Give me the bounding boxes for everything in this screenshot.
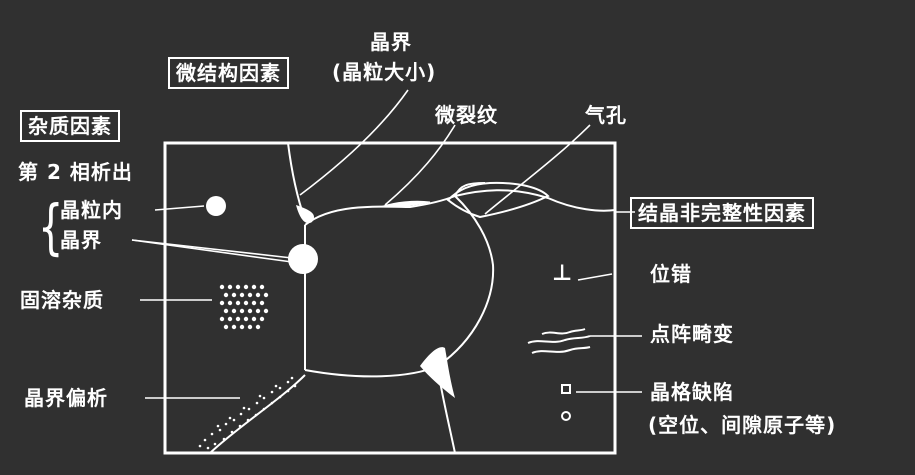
triple-junction-upper bbox=[296, 205, 315, 224]
label-solid-solution: 固溶杂质 bbox=[20, 288, 104, 312]
specimen-frame bbox=[163, 141, 617, 455]
label-at-boundary: 晶界 bbox=[60, 228, 102, 252]
microcrack-mark bbox=[379, 200, 431, 208]
leader-pore bbox=[484, 124, 591, 215]
solid-solution-dots bbox=[219, 284, 269, 330]
leader-lines bbox=[131, 89, 642, 399]
boundary-upper-right bbox=[454, 189, 616, 212]
label-crystal-imperfection: 结晶非完整性因素 bbox=[630, 197, 814, 229]
label-boundary-segregation: 晶界偏析 bbox=[24, 386, 108, 410]
leader-in-grain bbox=[154, 205, 205, 211]
dislocation-icon: ⊥ bbox=[552, 261, 574, 286]
brace-icon: { bbox=[38, 193, 64, 263]
leader-microcrack bbox=[384, 124, 456, 206]
label-pore: 气孔 bbox=[585, 103, 627, 127]
leader-dislocation bbox=[577, 273, 613, 281]
interstitial-marker bbox=[561, 411, 571, 421]
precipitate-at-boundary bbox=[288, 244, 318, 274]
grain-boundaries bbox=[209, 142, 616, 454]
label-lattice-defect: 晶格缺陷 bbox=[650, 380, 734, 404]
boundary-grain-outline bbox=[304, 194, 495, 378]
label-impurity: 杂质因素 bbox=[20, 110, 120, 142]
lattice-distortion-lines bbox=[527, 328, 591, 354]
label-defect-examples: (空位、间隙原子等) bbox=[648, 413, 837, 437]
leader-boundary-2 bbox=[131, 239, 293, 263]
label-lattice-distortion: 点阵畸变 bbox=[650, 322, 734, 346]
label-microstructure: 微结构因素 bbox=[168, 57, 289, 89]
precipitate-in-grain bbox=[206, 196, 226, 216]
label-in-grain: 晶粒内 bbox=[60, 198, 123, 222]
label-dislocation: 位错 bbox=[650, 262, 692, 286]
label-grain-boundary: 晶界 bbox=[370, 30, 412, 54]
label-grain-size: (晶粒大小) bbox=[332, 60, 437, 84]
pore-region bbox=[446, 181, 550, 219]
segregation-speckle bbox=[198, 376, 297, 450]
vacancy-marker bbox=[561, 384, 571, 394]
label-second-phase: 第 2 相析出 bbox=[18, 160, 133, 184]
label-microcrack: 微裂纹 bbox=[435, 103, 498, 127]
boundary-bottom-left bbox=[209, 374, 306, 454]
leader-grain-boundary bbox=[299, 89, 409, 196]
triple-junction-lower bbox=[420, 347, 455, 398]
